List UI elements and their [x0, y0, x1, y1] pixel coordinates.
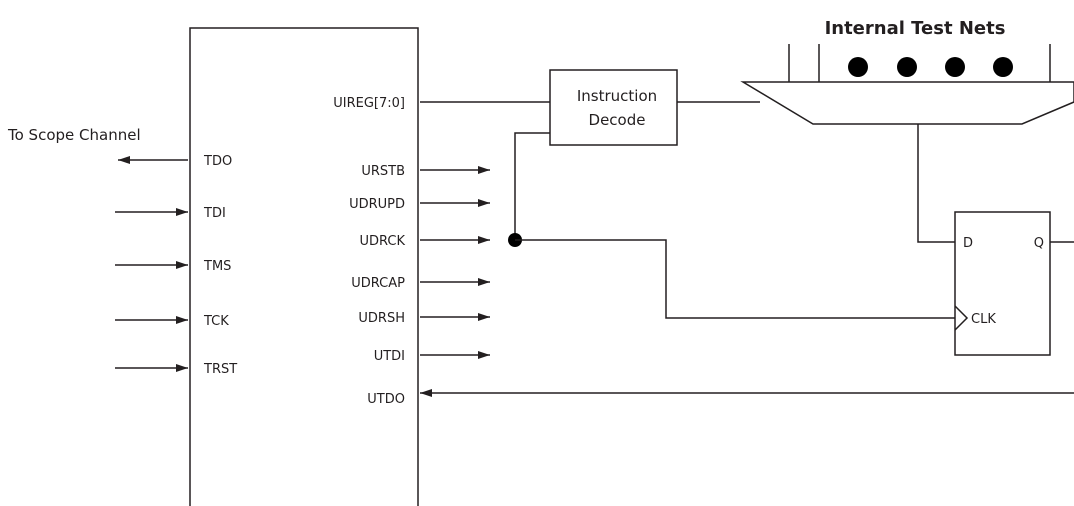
flipflop-clk-label: CLK [971, 312, 996, 327]
decoder-label-line1: Instruction [577, 87, 657, 105]
port-label-udrcap: UDRCAP [351, 276, 405, 291]
flipflop-box [954, 211, 1051, 356]
port-label-trst: TRST [203, 362, 237, 377]
flipflop-q-label: Q [1034, 236, 1044, 251]
port-label-tck: TCK [203, 314, 229, 329]
port-label-tdo: TDO [203, 154, 232, 169]
diagram-title: Internal Test Nets [825, 18, 1006, 39]
test-net-multiplexer [740, 81, 1074, 125]
jtag-tap-block [189, 27, 419, 506]
port-label-udrupd: UDRUPD [349, 197, 405, 212]
port-label-uireg: UIREG[7:0] [333, 96, 405, 111]
port-label-tdi: TDI [203, 206, 226, 221]
mux-to-flipflop-d-wire [917, 124, 955, 243]
test-net-dot-3 [945, 57, 965, 77]
port-label-utdo: UTDO [367, 392, 405, 407]
port-label-tms: TMS [203, 259, 231, 274]
test-net-dot-2 [897, 57, 917, 77]
udrck-to-decode-wire [514, 132, 550, 240]
flipflop-d-label: D [963, 236, 973, 251]
port-label-urstb: URSTB [361, 164, 405, 179]
instruction-decode-box [549, 69, 678, 146]
test-net-dot-4 [993, 57, 1013, 77]
decoder-label-line2: Decode [589, 111, 646, 129]
flipflop-clock-triangle [954, 305, 969, 331]
test-net-dot-1 [848, 57, 868, 77]
tdo-destination-label: To Scope Channel [7, 126, 141, 144]
port-label-utdi: UTDI [374, 349, 405, 364]
udrck-to-flipflop-clk-wire [515, 239, 955, 319]
port-label-udrck: UDRCK [359, 234, 405, 249]
port-label-udrsh: UDRSH [358, 311, 405, 326]
